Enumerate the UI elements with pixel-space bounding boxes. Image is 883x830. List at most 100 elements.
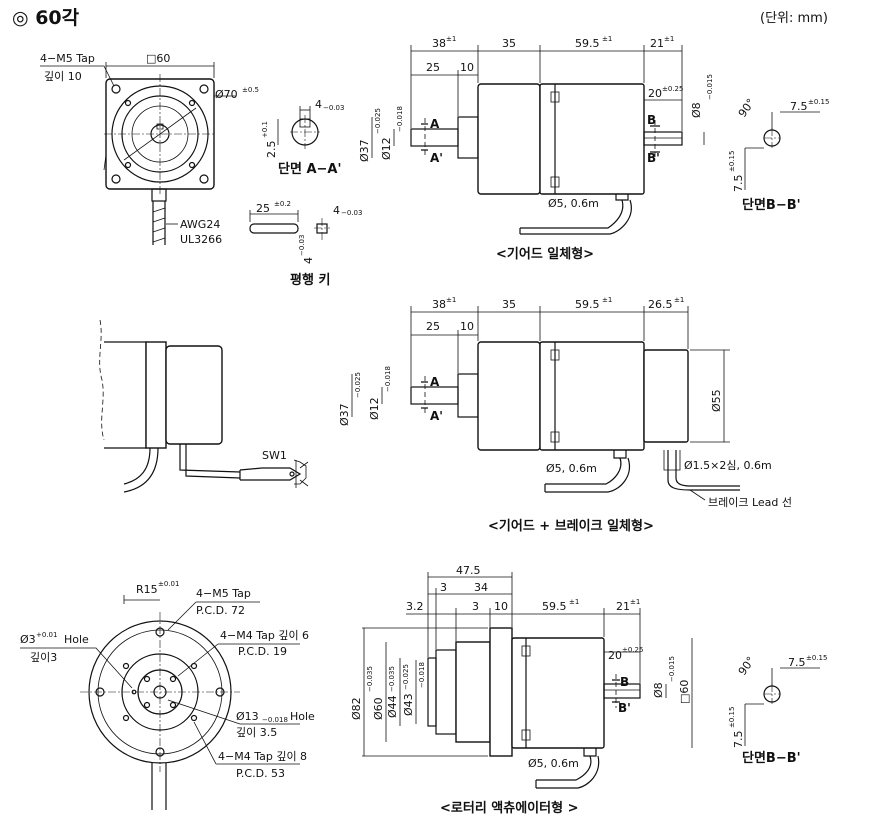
s2-angle: 90° (736, 654, 758, 677)
square-size-label: □60 (146, 52, 170, 65)
s1-d75: 7.5 (790, 100, 808, 113)
gs-d59: 59.5 (575, 37, 600, 50)
rs-d32: 3.2 (406, 600, 424, 613)
r-r15: R15 (136, 583, 158, 596)
rs-d43-tol: −0.018 (418, 662, 426, 688)
bs-d25: 25 (426, 320, 440, 333)
gs-d20: 20 (648, 87, 662, 100)
rs-d43: Ø43 (402, 693, 415, 716)
gs-cable: Ø5, 0.6m (548, 197, 599, 210)
key-section-view (277, 106, 320, 149)
bs-d12: Ø12 (368, 397, 381, 420)
gs-d8-tol: −0.015 (706, 74, 714, 100)
key-length-label: 25 (256, 202, 270, 215)
rs-d3a: 3 (440, 581, 447, 594)
geared-side-view (371, 45, 705, 235)
rs-mark-b: B (620, 675, 629, 689)
bs-cable: Ø5, 0.6m (546, 462, 597, 475)
section-aa-caption: 단면 A−A' (278, 161, 341, 177)
s2-d75-tol: ±0.15 (806, 654, 827, 662)
key-length-tolerance: ±0.2 (274, 200, 291, 208)
bs-mark-a2: A' (430, 409, 443, 423)
bs-d38-tol: ±1 (446, 296, 456, 304)
gs-mark-a2: A' (430, 151, 443, 165)
s2-v75-tol: ±0.15 (728, 707, 736, 728)
gs-d59-tol: ±1 (602, 35, 612, 43)
rotary-caption: <로터리 액츄에이터형 > (440, 800, 578, 816)
geared-front-view (40, 62, 236, 245)
bs-d59-tol: ±1 (602, 296, 612, 304)
brake-caption: <기어드 + 브레이크 일체형> (488, 518, 654, 534)
rs-d59: 59.5 (542, 600, 567, 613)
bs-d38: 38 (432, 298, 446, 311)
gs-d20-tol: ±0.25 (662, 85, 683, 93)
gs-d10: 10 (460, 61, 474, 74)
gs-d12-tol: −0.018 (396, 106, 404, 132)
pcd-label: Ø70 (215, 88, 238, 101)
switch-label: SW1 (262, 449, 287, 462)
rs-d21: 21 (616, 600, 630, 613)
section-bb-caption-1: 단면B−B' (742, 197, 801, 213)
bs-d26-tol: ±1 (674, 296, 684, 304)
rs-d21-tol: ±1 (630, 598, 640, 606)
rs-d34: 34 (474, 581, 488, 594)
s1-v75-tol: ±0.15 (728, 151, 736, 172)
rs-d44: Ø44 (386, 695, 399, 718)
s2-d75: 7.5 (788, 656, 806, 669)
bs-d26: 26.5 (648, 298, 673, 311)
key-width-tolerance: −0.03 (323, 104, 344, 112)
gs-d35: 35 (502, 37, 516, 50)
rs-mark-b2: B' (618, 701, 631, 715)
rs-d10: 10 (494, 600, 508, 613)
rs-d44-tol: −0.025 (402, 664, 410, 690)
s1-d75-tol: ±0.15 (808, 98, 829, 106)
geared-caption: <기어드 일체형> (496, 246, 594, 262)
section-bb-caption-2: 단면B−B' (742, 750, 801, 766)
rs-d8-tol: −0.015 (668, 656, 676, 682)
bs-lead: 브레이크 Lead 선 (708, 496, 792, 509)
r-hole13: Ø13 (236, 710, 259, 723)
gs-d8: Ø8 (690, 102, 703, 118)
rs-d59-tol: ±1 (569, 598, 579, 606)
gs-d37: Ø37 (358, 139, 371, 162)
rs-cable: Ø5, 0.6m (528, 757, 579, 770)
rs-sq60: □60 (678, 680, 691, 704)
parallel-key-caption: 평행 키 (290, 272, 330, 288)
pcd-tolerance: ±0.5 (242, 86, 259, 94)
gs-d38-tol: ±1 (446, 35, 456, 43)
section-bb-view-1 (744, 111, 820, 190)
rotary-side-view (362, 572, 693, 789)
r-tap2: 4−M4 Tap 깊이 6 (220, 629, 309, 642)
brake-partial-view (99, 319, 309, 493)
rs-d47: 47.5 (456, 564, 481, 577)
bs-d10: 10 (460, 320, 474, 333)
bs-d35: 35 (502, 298, 516, 311)
gs-mark-b: B (647, 113, 656, 127)
gs-d38: 38 (432, 37, 446, 50)
gs-mark-a: A (430, 117, 440, 131)
bs-d37-tol: −0.025 (354, 372, 362, 398)
key-height-tolerance: +0.1 (261, 121, 269, 138)
r-hole3-word: Hole (64, 633, 89, 646)
s1-angle: 90° (736, 96, 758, 119)
unit-label: (단위: mm) (760, 11, 828, 26)
rs-d20: 20 (608, 649, 622, 662)
bs-d12-tol: −0.018 (384, 366, 392, 392)
r-r15-tol: ±0.01 (158, 580, 179, 588)
r-hole3-depth: 깊이3 (30, 651, 57, 664)
bs-mark-a: A (430, 375, 440, 389)
r-pcd2: P.C.D. 19 (238, 645, 287, 658)
gs-d25: 25 (426, 61, 440, 74)
key-h-tolerance: −0.03 (298, 235, 306, 256)
rs-d82: Ø82 (350, 697, 363, 720)
section-bb-view-2 (744, 667, 820, 746)
key-width-label: 4 (315, 98, 322, 111)
r-pcd3: P.C.D. 53 (236, 767, 285, 780)
r-hole13-word: Hole (290, 710, 315, 723)
page-title: ◎ 60각 (12, 7, 80, 29)
rotary-front-view (20, 595, 300, 810)
key-h-label: 4 (302, 257, 315, 264)
r-hole3: Ø3 (20, 633, 36, 646)
gs-d21-tol: ±1 (664, 35, 674, 43)
